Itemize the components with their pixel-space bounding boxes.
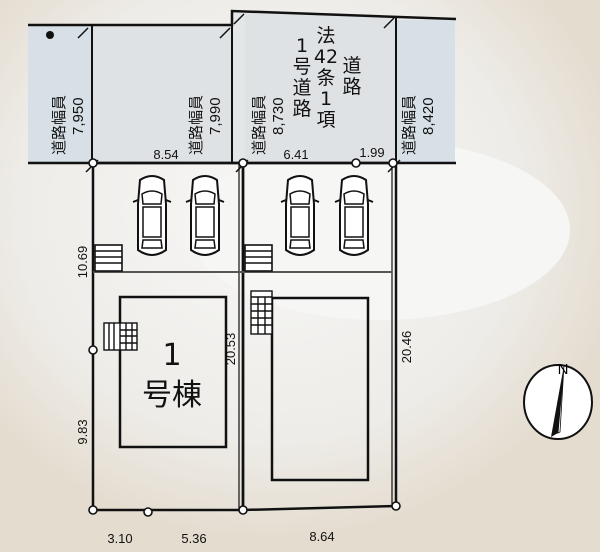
- road-4-label: 道路幅員: [400, 95, 418, 155]
- car-icon: [280, 175, 320, 256]
- dim-rear-right: 8.64: [309, 529, 334, 544]
- background-blob: [190, 140, 570, 320]
- building-2: [270, 296, 370, 482]
- dim-front-right-b: 1.99: [359, 145, 384, 160]
- road-3-label: 道路幅員: [250, 95, 268, 155]
- dim-left-upper: 10.69: [75, 246, 90, 279]
- car-icon: [334, 175, 374, 256]
- compass-label: N: [558, 361, 569, 378]
- car-icon: [132, 175, 172, 256]
- road-type-char: 1: [320, 88, 332, 110]
- dim-rear-b: 5.36: [181, 531, 206, 546]
- marker-icon: [46, 31, 54, 39]
- dim-front-left: 8.54: [153, 147, 178, 162]
- steps-icon: [94, 244, 123, 272]
- road-type-char: 号: [292, 56, 311, 78]
- north-arrow-icon: N: [523, 361, 593, 440]
- road-dividers: [91, 11, 397, 163]
- dim-left-lower: 9.83: [75, 419, 90, 444]
- dim-right: 20.46: [399, 331, 414, 364]
- steps-icon: [244, 244, 273, 272]
- building-1-suffix: 号棟: [142, 378, 202, 413]
- road-1: [28, 25, 92, 163]
- roads: [28, 9, 457, 173]
- road-type-char: 道: [342, 55, 361, 77]
- road-2-width: 7,990: [207, 97, 224, 135]
- road-4: [395, 20, 455, 163]
- car-icon: [185, 175, 225, 256]
- road-type-char: 1: [296, 35, 308, 57]
- road-width-labels: 道路幅員 7,950 道路幅員 7,990 道路幅員 8,730 道路幅員 8,…: [50, 95, 437, 155]
- entrance-left: [103, 322, 138, 351]
- road-type-char: 路: [292, 98, 311, 120]
- dim-rear-a: 3.10: [107, 531, 132, 546]
- road-3-width: 8,730: [270, 97, 287, 135]
- road-type-char: 道: [292, 77, 311, 99]
- boundary-points: [88, 158, 401, 517]
- dim-front-right-a: 6.41: [283, 147, 308, 162]
- road-type-char: 法: [316, 25, 335, 47]
- road-type-char: 項: [316, 109, 335, 131]
- road-type-char: 42: [314, 46, 338, 68]
- building-1-number: 1: [162, 338, 181, 373]
- road-1-width: 7,950: [70, 97, 87, 135]
- road-3-strip: [232, 11, 245, 163]
- building-1: [118, 295, 228, 449]
- road-2-label: 道路幅員: [187, 95, 205, 155]
- road-type-char: 条: [316, 67, 335, 89]
- road-type-char: 路: [342, 76, 361, 98]
- entrance-right: [250, 290, 273, 335]
- dimensions: 8.54 6.41 1.99 10.69 9.83 20.53 20.46 3.…: [75, 145, 414, 546]
- steps: [94, 244, 273, 272]
- road-4-width: 8,420: [420, 97, 437, 135]
- entrance-icon: [250, 290, 273, 335]
- road-3: [245, 11, 395, 163]
- road-1-label: 道路幅員: [50, 95, 68, 155]
- dim-middle: 20.53: [223, 333, 238, 366]
- road-2: [92, 25, 232, 163]
